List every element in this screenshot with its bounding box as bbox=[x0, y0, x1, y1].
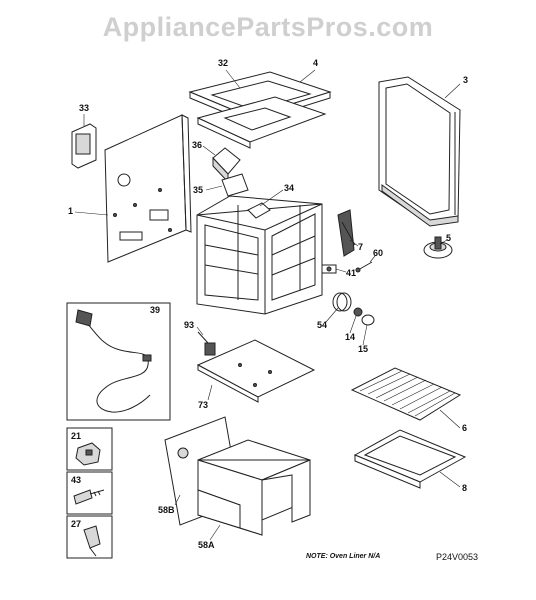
part-1-back-panel[interactable] bbox=[104, 114, 192, 263]
part-3-door[interactable] bbox=[378, 76, 461, 227]
callout-4: 4 bbox=[313, 58, 319, 68]
small-parts-box-43[interactable] bbox=[66, 471, 113, 515]
part-35-bracket[interactable] bbox=[221, 173, 249, 197]
part-33-bracket[interactable] bbox=[71, 123, 97, 169]
callout-54: 54 bbox=[317, 320, 328, 330]
part-54-lamp-socket[interactable] bbox=[332, 292, 352, 312]
callout-6: 6 bbox=[462, 423, 468, 433]
callout-34: 34 bbox=[284, 183, 295, 193]
callout-5: 5 bbox=[446, 233, 452, 243]
part-15-lamp-bulb[interactable] bbox=[361, 314, 375, 326]
part-8-broil-pan[interactable] bbox=[353, 429, 467, 489]
leader-lines bbox=[74, 69, 461, 541]
callout-1: 1 bbox=[68, 206, 74, 216]
callout-60: 60 bbox=[373, 248, 384, 258]
callout-58a: 58A bbox=[198, 540, 215, 550]
callout-14: 14 bbox=[345, 332, 356, 342]
callout-21: 21 bbox=[71, 431, 82, 441]
part-34-latch[interactable] bbox=[247, 202, 271, 219]
note-oven-liner: NOTE: Oven Liner N/A bbox=[306, 553, 381, 560]
callout-8: 8 bbox=[462, 483, 468, 493]
callout-39: 39 bbox=[150, 305, 161, 315]
callout-93: 93 bbox=[184, 320, 195, 330]
callout-15: 15 bbox=[358, 344, 369, 354]
callout-33: 33 bbox=[79, 103, 90, 113]
callout-27: 27 bbox=[71, 519, 82, 529]
callout-73: 73 bbox=[198, 400, 209, 410]
part-93-terminal-block[interactable] bbox=[197, 331, 216, 356]
part-60-screw[interactable] bbox=[355, 261, 373, 273]
part-39-power-cord[interactable] bbox=[66, 302, 171, 421]
small-parts-box-27[interactable] bbox=[66, 515, 113, 559]
callout-7: 7 bbox=[358, 242, 364, 252]
part-6-oven-rack[interactable] bbox=[350, 367, 462, 421]
part-41-clip[interactable] bbox=[321, 264, 337, 274]
part-7-hinge[interactable] bbox=[337, 209, 356, 257]
oven-cavity-frame[interactable] bbox=[196, 195, 323, 315]
part-73-bottom-panel[interactable] bbox=[196, 339, 316, 403]
callout-35: 35 bbox=[193, 185, 204, 195]
part-5-knob[interactable] bbox=[423, 236, 453, 259]
callout-32: 32 bbox=[218, 58, 229, 68]
callout-43: 43 bbox=[71, 475, 82, 485]
part-14-lamp-lens[interactable] bbox=[353, 307, 363, 317]
watermark: AppliancePartsPros.com bbox=[102, 12, 434, 42]
callout-36: 36 bbox=[192, 140, 203, 150]
callout-58b: 58B bbox=[158, 505, 175, 515]
small-parts-box-21[interactable] bbox=[66, 427, 113, 471]
diagram-code: P24V0053 bbox=[436, 552, 479, 562]
callout-3: 3 bbox=[463, 75, 469, 85]
part-4-top-brace[interactable] bbox=[196, 96, 327, 149]
part-58a-insulation[interactable] bbox=[197, 439, 311, 536]
callout-41: 41 bbox=[346, 268, 357, 278]
